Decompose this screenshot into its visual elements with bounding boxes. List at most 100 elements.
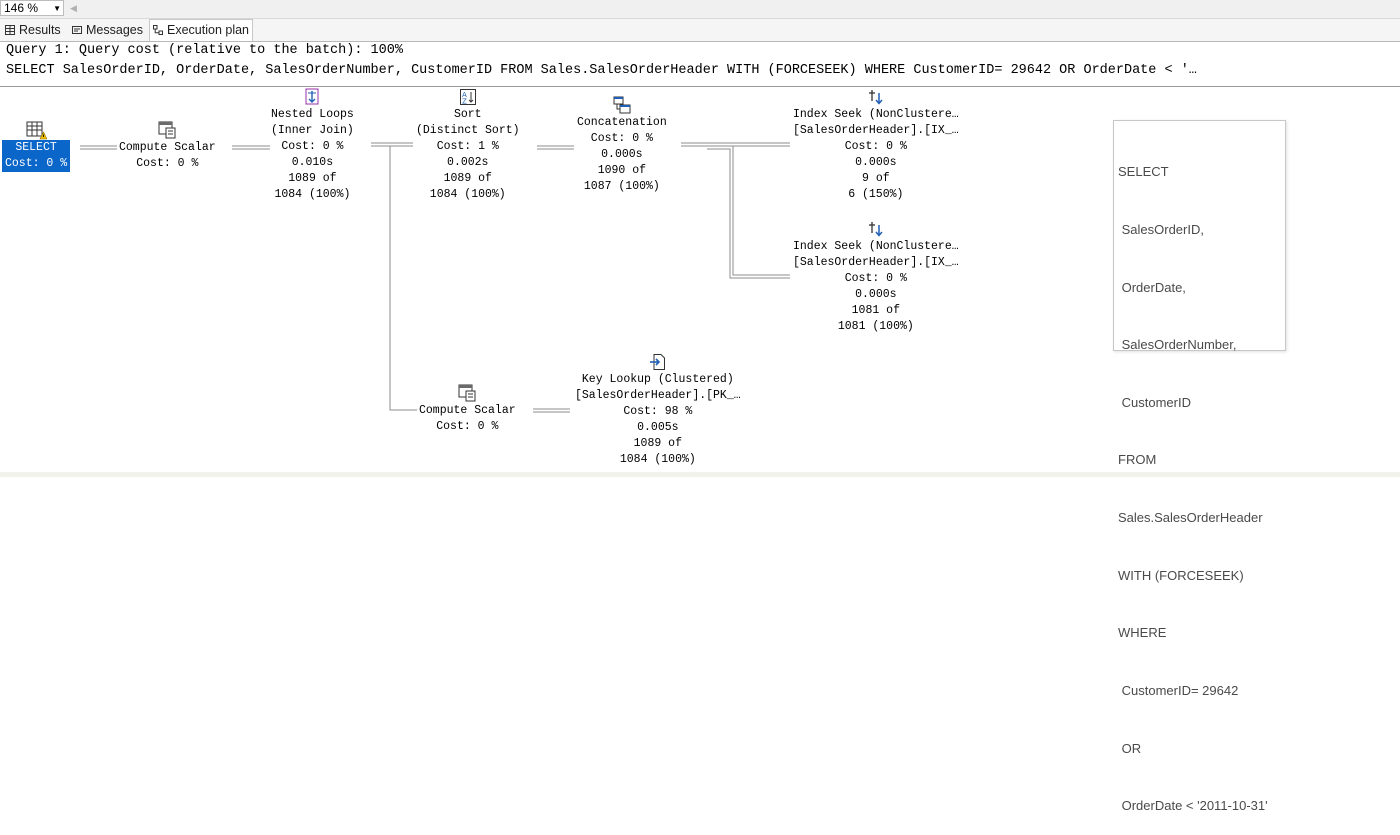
sort-icon: A Z bbox=[459, 89, 476, 106]
plan-node-compute-scalar[interactable]: Compute Scalar Cost: 0 % bbox=[119, 121, 216, 172]
sort-subtitle: (Distinct Sort) bbox=[416, 124, 520, 137]
key-lookup-cost: Cost: 98 % bbox=[623, 405, 693, 418]
key-lookup-object: [SalesOrderHeader].[PK_… bbox=[575, 389, 741, 402]
zoom-toolbar: 146 % ▼ ◀ bbox=[0, 0, 1400, 19]
tooltip-line: WHERE bbox=[1118, 625, 1167, 641]
tab-execution-plan-label: Execution plan bbox=[167, 23, 250, 37]
concatenation-title: Concatenation bbox=[577, 116, 667, 129]
execution-plan-icon bbox=[153, 25, 163, 35]
concatenation-rows: 1090 of bbox=[597, 164, 647, 177]
nested-loops-rows: 1089 of bbox=[288, 172, 337, 185]
index-seek-1-cost: Cost: 0 % bbox=[844, 140, 907, 153]
tooltip-line: Sales.SalesOrderHeader bbox=[1118, 510, 1263, 526]
plan-node-index-seek-2[interactable]: Index Seek (NonClustere… [SalesOrderHead… bbox=[793, 220, 959, 335]
concatenation-estimate: 1087 (100%) bbox=[583, 180, 660, 193]
concatenation-icon bbox=[613, 96, 631, 114]
concatenation-time: 0.000s bbox=[601, 148, 643, 161]
plan-node-sort[interactable]: A Z Sort (Distinct Sort) Cost: 1 % 0.002… bbox=[416, 88, 520, 203]
tooltip-line: CustomerID= 29642 bbox=[1118, 682, 1239, 698]
tooltip-line: OrderDate, bbox=[1118, 279, 1186, 295]
plan-node-select[interactable]: SELECT Cost: 0 % bbox=[2, 120, 71, 172]
nested-loops-time: 0.010s bbox=[291, 156, 334, 169]
plan-node-compute-scalar-2[interactable]: Compute Scalar Cost: 0 % bbox=[419, 384, 516, 435]
tab-results-label: Results bbox=[19, 23, 61, 37]
key-lookup-time: 0.005s bbox=[637, 421, 679, 434]
tooltip-line: OrderDate < '2011-10-31' bbox=[1118, 798, 1268, 814]
query-sql: SELECT SalesOrderID, OrderDate, SalesOrd… bbox=[6, 63, 1197, 78]
edge-concat-to-sort bbox=[537, 145, 574, 150]
grid-icon bbox=[5, 25, 15, 35]
index-seek-1-time: 0.000s bbox=[855, 156, 897, 169]
key-lookup-rows: 1089 of bbox=[633, 437, 682, 450]
status-strip bbox=[0, 472, 1400, 477]
index-seek-2-title: Index Seek (NonClustere… bbox=[793, 240, 959, 253]
compute-scalar-2-title: Compute Scalar bbox=[419, 404, 516, 417]
tooltip-line: SalesOrderNumber, bbox=[1118, 337, 1237, 353]
select-cost: Cost: 0 % bbox=[2, 156, 71, 172]
sort-time: 0.002s bbox=[447, 156, 489, 169]
svg-text:Z: Z bbox=[462, 98, 467, 106]
tab-messages[interactable]: Messages bbox=[69, 20, 146, 40]
edge-compute-to-select bbox=[80, 145, 117, 150]
index-seek-2-cost: Cost: 0 % bbox=[844, 272, 907, 285]
nested-loops-icon bbox=[305, 88, 319, 105]
index-seek-1-rows: 9 of bbox=[862, 172, 890, 185]
plan-node-key-lookup[interactable]: Key Lookup (Clustered) [SalesOrderHeader… bbox=[575, 353, 741, 468]
sort-cost: Cost: 1 % bbox=[436, 140, 499, 153]
tooltip-line: WITH (FORCESEEK) bbox=[1118, 567, 1244, 583]
index-seek-2-object: [SalesOrderHeader].[IX_… bbox=[793, 256, 959, 269]
plan-node-nested-loops[interactable]: Nested Loops (Inner Join) Cost: 0 % 0.01… bbox=[271, 88, 354, 203]
zoom-select[interactable]: 146 % ▼ bbox=[0, 0, 64, 16]
nested-loops-estimate: 1084 (100%) bbox=[274, 188, 351, 201]
sort-estimate: 1084 (100%) bbox=[429, 188, 506, 201]
index-seek-1-object: [SalesOrderHeader].[IX_… bbox=[793, 124, 959, 137]
concatenation-cost: Cost: 0 % bbox=[590, 132, 653, 145]
index-seek-2-time: 0.000s bbox=[855, 288, 897, 301]
edge-seek1-to-concat bbox=[681, 142, 790, 147]
compute-scalar-2-cost: Cost: 0 % bbox=[436, 420, 499, 433]
index-seek-2-rows: 1081 of bbox=[851, 304, 900, 317]
messages-icon bbox=[72, 26, 82, 34]
compute-scalar-title: Compute Scalar bbox=[119, 141, 216, 154]
index-seek-1-title: Index Seek (NonClustere… bbox=[793, 108, 959, 121]
tab-results[interactable]: Results bbox=[2, 20, 64, 40]
plan-node-concatenation[interactable]: Concatenation Cost: 0 % 0.000s 1090 of 1… bbox=[577, 96, 667, 195]
chevron-down-icon: ▼ bbox=[53, 4, 61, 13]
tooltip-line: CustomerID bbox=[1118, 394, 1191, 410]
scroll-left-arrow-icon[interactable]: ◀ bbox=[70, 3, 77, 13]
index-seek-2-estimate: 1081 (100%) bbox=[837, 320, 914, 333]
tab-messages-label: Messages bbox=[86, 23, 143, 37]
compute-scalar-icon bbox=[158, 121, 176, 139]
zoom-value: 146 % bbox=[4, 1, 39, 15]
query-separator bbox=[0, 86, 1400, 87]
nested-loops-cost: Cost: 0 % bbox=[281, 140, 344, 153]
select-label: SELECT bbox=[2, 140, 71, 156]
index-seek-icon bbox=[868, 222, 883, 237]
index-seek-icon bbox=[868, 90, 883, 105]
edge-compute2-to-nested bbox=[389, 146, 417, 411]
edge-keylookup-to-compute2 bbox=[533, 408, 570, 413]
key-lookup-icon bbox=[649, 354, 665, 370]
edge-nested-to-compute bbox=[232, 145, 270, 150]
select-warning-icon bbox=[26, 121, 48, 140]
tab-execution-plan[interactable]: Execution plan bbox=[149, 19, 254, 41]
plan-edges bbox=[80, 142, 790, 413]
tooltip-line: FROM bbox=[1118, 452, 1157, 468]
statement-tooltip: SELECT SalesOrderID, OrderDate, SalesOrd… bbox=[1113, 120, 1286, 813]
sort-rows: 1089 of bbox=[443, 172, 492, 185]
horizontal-scrollbar[interactable]: ◀ bbox=[66, 1, 1400, 15]
compute-scalar-cost: Cost: 0 % bbox=[136, 157, 199, 170]
query-header: Query 1: Query cost (relative to the bat… bbox=[6, 43, 403, 58]
key-lookup-estimate: 1084 (100%) bbox=[619, 453, 696, 466]
sort-title: Sort bbox=[453, 108, 482, 121]
nested-loops-subtitle: (Inner Join) bbox=[271, 124, 354, 137]
nested-loops-title: Nested Loops bbox=[271, 108, 354, 121]
tooltip-line: SELECT bbox=[1118, 164, 1169, 180]
index-seek-1-estimate: 6 (150%) bbox=[848, 188, 904, 201]
result-tabs: Results Messages Execution plan bbox=[0, 19, 1400, 42]
plan-node-index-seek-1[interactable]: Index Seek (NonClustere… [SalesOrderHead… bbox=[793, 88, 959, 203]
svg-text:A: A bbox=[462, 91, 467, 99]
tooltip-line: SalesOrderID, bbox=[1118, 222, 1204, 238]
edge-seek2-to-concat bbox=[707, 145, 790, 279]
edge-sort-to-nested bbox=[371, 142, 413, 147]
